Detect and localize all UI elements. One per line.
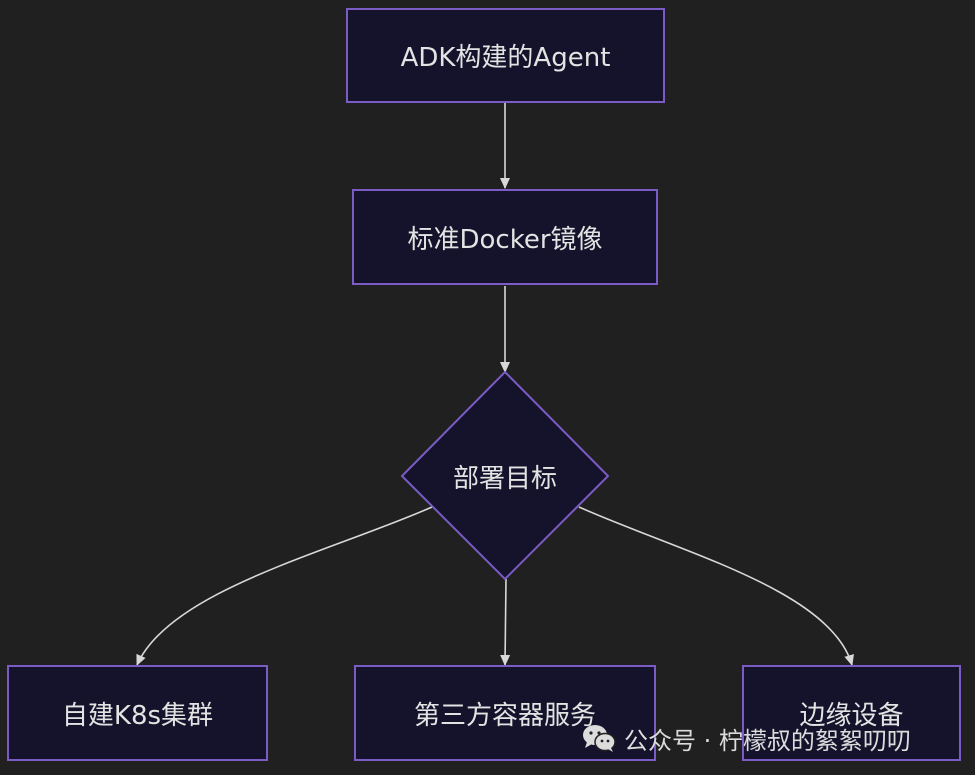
node-edge-label: 边缘设备	[799, 700, 904, 731]
node-agent: ADK构建的Agent	[346, 8, 665, 103]
node-third-party-label: 第三方容器服务	[413, 700, 596, 731]
decision-diamond	[400, 370, 610, 581]
wechat-icon	[583, 725, 616, 752]
decision-label: 部署目标	[452, 463, 557, 494]
watermark: 公众号 · 柠檬叔的絮絮叨叨	[582, 718, 911, 758]
edge-decision-to-third-party	[500, 578, 511, 666]
edge-decision-to-edge	[578, 506, 854, 666]
decision-label-box: 部署目标	[402, 446, 608, 506]
node-docker-image: 标准Docker镜像	[352, 189, 658, 285]
node-docker-label: 标准Docker镜像	[407, 224, 603, 255]
node-k8s-cluster: 自建K8s集群	[7, 665, 268, 761]
node-edge-device: 边缘设备	[742, 665, 961, 761]
node-k8s-label: 自建K8s集群	[61, 700, 214, 731]
edge-decision-to-k8s	[136, 506, 433, 666]
watermark-text: 公众号 · 柠檬叔的絮絮叨叨	[624, 726, 911, 755]
node-third-party-container: 第三方容器服务	[354, 665, 656, 761]
node-agent-label: ADK构建的Agent	[400, 43, 611, 73]
